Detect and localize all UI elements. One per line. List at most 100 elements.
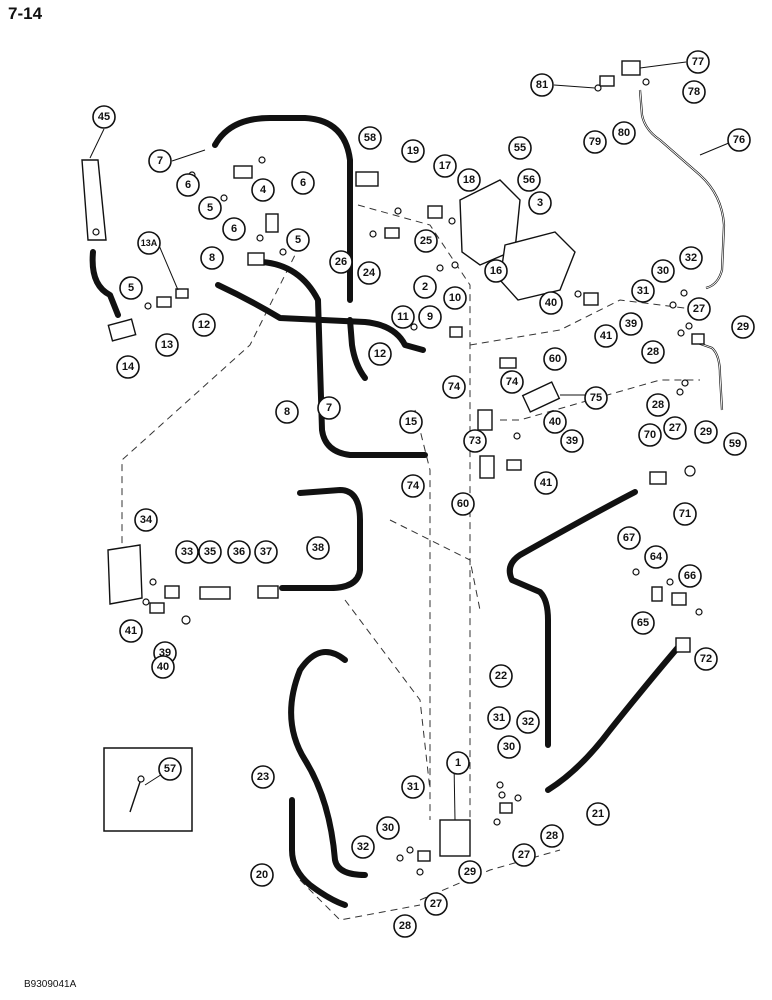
- fitting-29: [499, 802, 513, 814]
- callout-label: 36: [233, 546, 245, 558]
- callout-27: 27: [687, 297, 711, 321]
- callout-label: 60: [457, 498, 469, 510]
- callout-label: 28: [546, 830, 558, 842]
- callout-label: 5: [207, 202, 213, 214]
- callout-67: 67: [617, 526, 641, 550]
- callout-label: 40: [549, 416, 561, 428]
- callout-39: 39: [619, 312, 643, 336]
- callout-label: 32: [685, 252, 697, 264]
- callout-label: 7: [157, 155, 163, 167]
- callout-6: 6: [291, 171, 315, 195]
- callout-5: 5: [119, 276, 143, 300]
- callout-label: 75: [590, 392, 602, 404]
- fitting-70: [649, 471, 667, 485]
- callout-label: 27: [669, 422, 681, 434]
- callout-16: 16: [484, 259, 508, 283]
- callout-1: 1: [446, 751, 470, 775]
- callout-37: 37: [254, 540, 278, 564]
- callout-label: 81: [536, 79, 548, 91]
- callout-12: 12: [368, 342, 392, 366]
- callout-label: 28: [647, 346, 659, 358]
- callout-29: 29: [694, 420, 718, 444]
- callout-label: 76: [733, 134, 745, 146]
- fitting-13a: [175, 288, 189, 299]
- hoses: [89, 115, 683, 908]
- callout-9: 9: [418, 305, 442, 329]
- callout-80: 80: [612, 121, 636, 145]
- callout-81: 81: [530, 73, 554, 97]
- callout-64: 64: [644, 545, 668, 569]
- callout-label: 24: [363, 267, 376, 279]
- callout-25: 25: [414, 229, 438, 253]
- callout-8: 8: [275, 400, 299, 424]
- fitting-24: [384, 227, 400, 239]
- callout-label: 45: [98, 111, 110, 123]
- callout-24: 24: [357, 261, 381, 285]
- plate-34: [107, 544, 143, 605]
- hose-38: [279, 487, 363, 591]
- callout-label: 4: [260, 184, 267, 196]
- callout-57: 57: [158, 757, 182, 781]
- callout-7: 7: [317, 396, 341, 420]
- callout-56: 56: [517, 168, 541, 192]
- callout-28: 28: [393, 914, 417, 938]
- callout-15: 15: [399, 410, 423, 434]
- fitting-10: [449, 326, 463, 338]
- callout-41: 41: [119, 619, 143, 643]
- callout-label: 32: [357, 841, 369, 853]
- fitting-17: [427, 205, 443, 219]
- callout-label: 66: [684, 570, 696, 582]
- callout-label: 6: [185, 179, 191, 191]
- callout-58: 58: [358, 126, 382, 150]
- callout-label: 3: [537, 197, 543, 209]
- callout-27: 27: [424, 892, 448, 916]
- callout-28: 28: [540, 824, 564, 848]
- callout-label: 41: [540, 477, 552, 489]
- callout-label: 1: [455, 757, 461, 769]
- callout-label: 71: [679, 508, 691, 520]
- callout-4: 4: [251, 178, 275, 202]
- callout-label: 38: [312, 542, 324, 554]
- callout-75: 75: [584, 386, 608, 410]
- callout-40: 40: [151, 655, 175, 679]
- callout-label: 41: [125, 625, 137, 637]
- callout-label: 10: [449, 292, 461, 304]
- callout-74: 74: [401, 474, 425, 498]
- hose-21: [545, 642, 683, 793]
- callout-label: 80: [618, 127, 630, 139]
- callout-label: 5: [295, 234, 301, 246]
- tee-73: [477, 409, 493, 431]
- callout-40: 40: [543, 410, 567, 434]
- callout-label: 29: [464, 866, 476, 878]
- callout-32: 32: [516, 710, 540, 734]
- callout-22: 22: [489, 664, 513, 688]
- callout-20: 20: [250, 863, 274, 887]
- callout-70: 70: [638, 423, 662, 447]
- callout-71: 71: [673, 502, 697, 526]
- callout-8: 8: [200, 246, 224, 270]
- callout-18: 18: [457, 168, 481, 192]
- callout-label: 20: [256, 869, 268, 881]
- callout-label: 74: [407, 480, 420, 492]
- callout-31: 31: [631, 279, 655, 303]
- callout-39: 39: [560, 429, 584, 453]
- callout-label: 9: [427, 311, 433, 323]
- callout-label: 12: [374, 348, 386, 360]
- callout-74: 74: [442, 375, 466, 399]
- callout-33: 33: [175, 540, 199, 564]
- coupler-14: [107, 318, 137, 342]
- fitting-77: [621, 60, 641, 76]
- callout-label: 8: [284, 406, 290, 418]
- callout-label: 25: [420, 235, 432, 247]
- callout-60: 60: [451, 492, 475, 516]
- callout-label: 41: [600, 330, 612, 342]
- bracket-45: [81, 159, 107, 241]
- callout-label: 7: [326, 402, 332, 414]
- dashed-reference-lines: [121, 204, 701, 921]
- callout-14: 14: [116, 355, 140, 379]
- callout-label: 30: [503, 741, 515, 753]
- elbow-8: [247, 252, 265, 266]
- callout-label: 14: [122, 361, 135, 373]
- callout-23: 23: [251, 765, 275, 789]
